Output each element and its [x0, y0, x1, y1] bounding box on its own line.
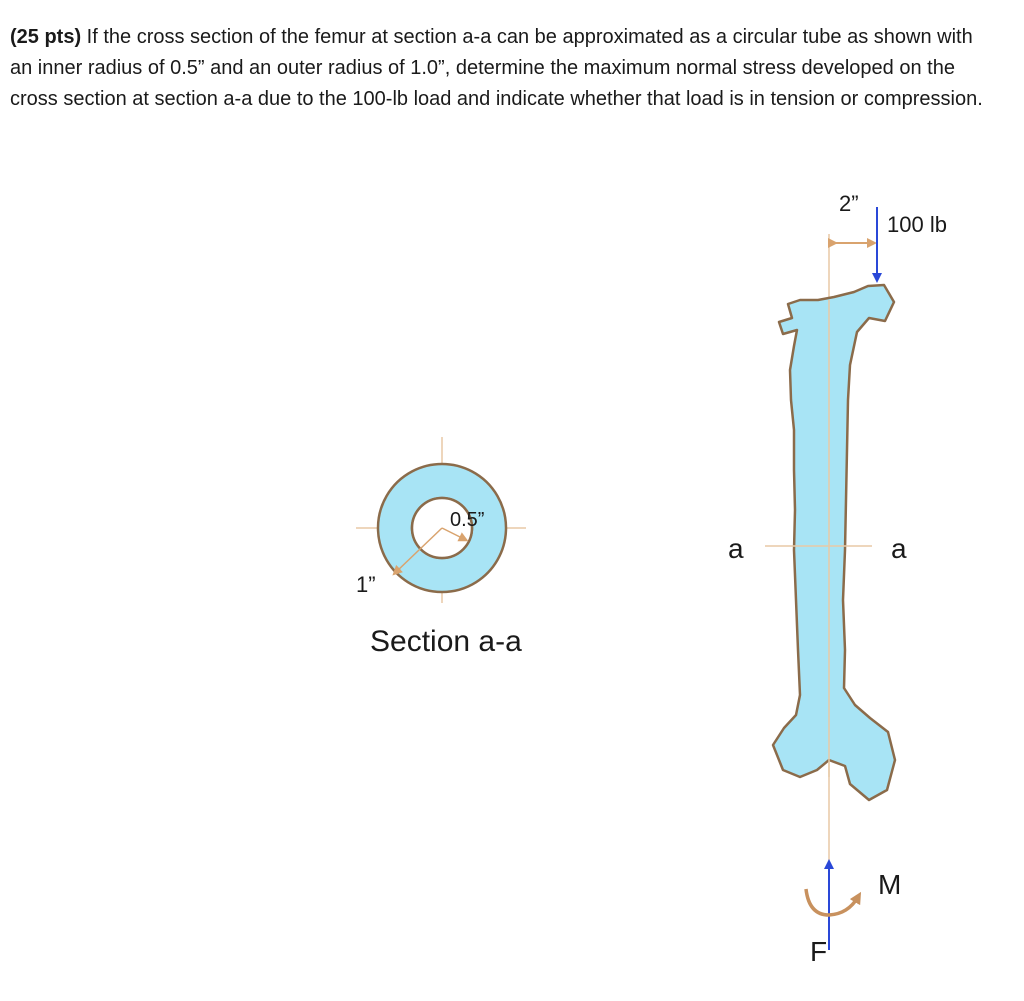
- moment-arrow: [804, 888, 862, 917]
- section-caption: Section a-a: [370, 625, 522, 658]
- offset-label: 2”: [839, 191, 859, 216]
- cross-section: 0.5” 1” Section a-a: [356, 437, 526, 658]
- outer-radius-label: 1”: [356, 572, 376, 597]
- reaction-force: F: [810, 859, 834, 967]
- applied-load: 100 lb: [872, 207, 947, 283]
- problem-statement: (25 pts) If the cross section of the fem…: [10, 22, 1000, 115]
- offset-dimension: 2”: [828, 191, 877, 248]
- femur: a a: [728, 234, 907, 938]
- force-label: F: [810, 936, 827, 967]
- load-label: 100 lb: [887, 212, 947, 237]
- section-label-left: a: [728, 533, 744, 564]
- inner-radius-arrow: [441, 527, 469, 542]
- problem-text: If the cross section of the femur at sec…: [10, 26, 983, 110]
- inner-radius-label: 0.5”: [450, 509, 484, 531]
- outer-radius-arrow: [392, 527, 443, 576]
- section-label-right: a: [891, 533, 907, 564]
- femur-bone: [771, 283, 897, 802]
- moment-label: M: [878, 869, 901, 900]
- problem-points: (25 pts): [10, 26, 82, 48]
- reaction-moment: M: [804, 869, 901, 917]
